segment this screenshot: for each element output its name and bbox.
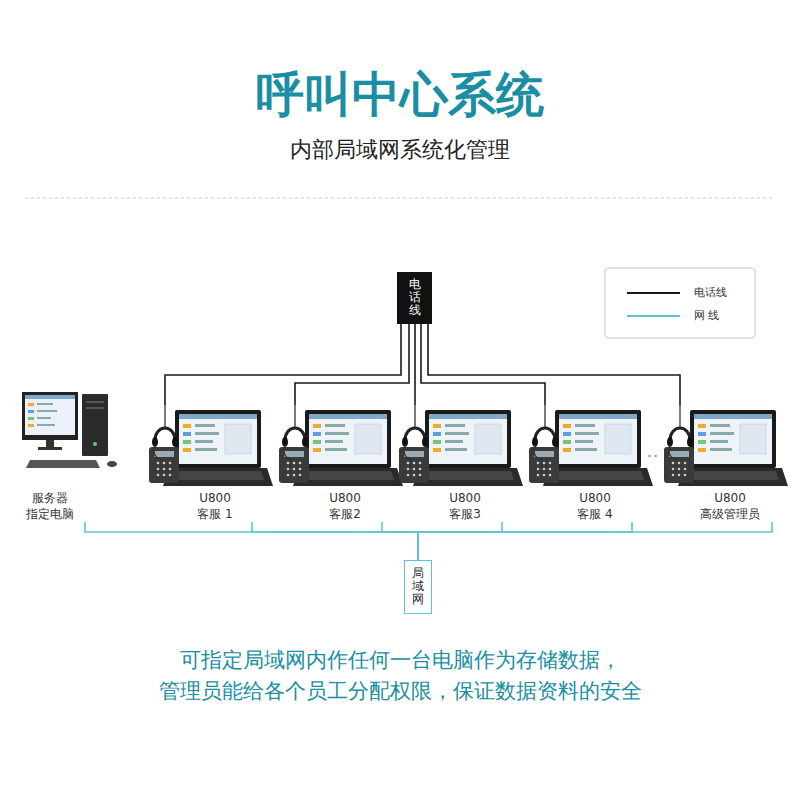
device-label: 客服3: [425, 506, 505, 522]
workstation-illustration: [664, 405, 788, 486]
legend-label: 电话线: [694, 286, 727, 300]
diagram-title: 呼叫中心系统: [0, 66, 800, 122]
workstation-node: U800客服 4: [525, 405, 647, 522]
workstation-node: U800客服2: [275, 405, 395, 522]
phone-cable: [414, 324, 416, 405]
legend-frame: [605, 268, 755, 338]
phone-cable: [295, 324, 409, 405]
network-cable: [418, 522, 632, 560]
ellipsis-dashes: [648, 456, 657, 457]
device-label: U800: [305, 490, 385, 506]
network-cable: [418, 522, 502, 560]
node-label: U800客服2: [305, 490, 385, 522]
node-label: U800客服 1: [175, 490, 255, 522]
legend-network-line-sample: [627, 315, 680, 317]
device-label: U800: [425, 490, 505, 506]
device-label: 高级管理员: [690, 506, 770, 522]
monitor: [22, 392, 78, 440]
device-label: 客服2: [305, 506, 385, 522]
node-label: U800高级管理员: [690, 490, 770, 522]
device-label: U800: [555, 490, 635, 506]
separator-line: [25, 198, 775, 199]
mouse: [107, 461, 117, 467]
node-label: U800客服3: [425, 490, 505, 522]
tower: [82, 394, 108, 456]
device-label: 客服 1: [175, 506, 255, 522]
subtitle-label: 内部局域网系统化管理: [0, 136, 800, 164]
phone-cable: [421, 324, 545, 405]
workstation-illustration: [529, 405, 653, 486]
device-label: 客服 4: [555, 506, 635, 522]
phone-cable: [428, 324, 680, 405]
vertical-label: 电话线: [409, 278, 421, 318]
server-computer: [22, 392, 117, 468]
workstation-illustration: [399, 405, 523, 486]
caption-text: 可指定局域网内作任何一台电脑作为存储数据， 管理员能给各个员工分配权限，保证数据…: [100, 645, 700, 707]
workstation-illustration: [149, 405, 273, 486]
device-label: 服务器: [10, 490, 90, 506]
device-label: U800: [690, 490, 770, 506]
legend-box: [605, 268, 755, 338]
network-cable: [418, 522, 772, 560]
node-label: 服务器指定电脑: [10, 490, 90, 522]
vertical-label: 局域网: [412, 567, 424, 607]
phone-line-hub: 电话线: [397, 272, 432, 324]
network-cable: [252, 522, 418, 560]
workstation-node: U800客服 1: [145, 405, 267, 522]
network-cable: [85, 522, 418, 560]
device-label: U800: [175, 490, 255, 506]
device-label: 指定电脑: [10, 506, 90, 522]
workstation-illustration: [279, 405, 403, 486]
server-node: 服务器指定电脑: [10, 388, 114, 522]
workstation-node: U800高级管理员: [660, 405, 782, 522]
node-label: U800客服 4: [555, 490, 635, 522]
legend-phone-line-sample: [627, 292, 680, 294]
phone-cable: [165, 324, 401, 405]
legend-label: 网 线: [694, 309, 720, 323]
lan-box: 局域网: [404, 560, 432, 614]
network-cable: [382, 522, 418, 560]
keyboard: [26, 460, 100, 468]
workstation-node: U800客服3: [397, 405, 517, 522]
